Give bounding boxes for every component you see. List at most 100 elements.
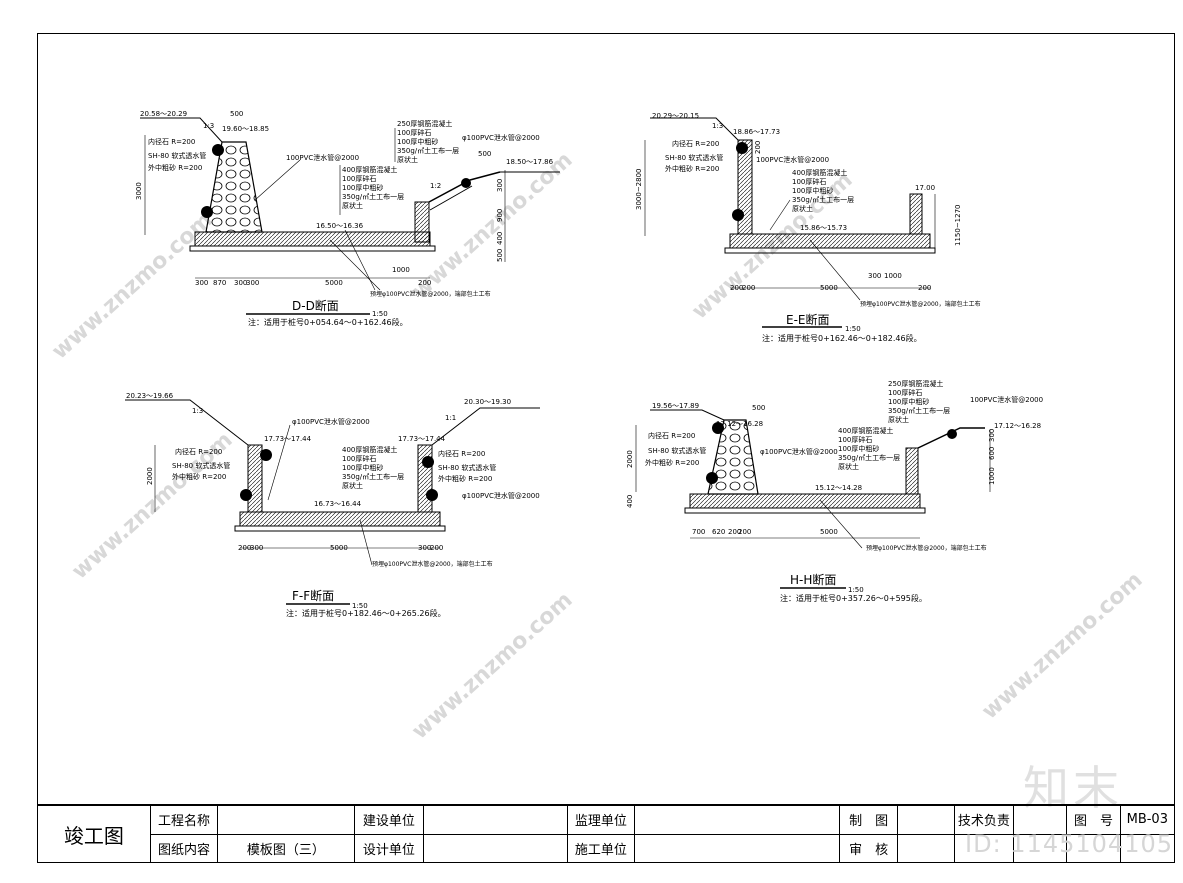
id-watermark: ID: 1145104105 — [965, 830, 1173, 858]
hh-layer: 100厚碎石 — [838, 435, 872, 444]
ee-dim-bottom: 1000 — [884, 272, 902, 280]
empty-cell — [1013, 833, 1068, 863]
dd-layer: 350g/㎡土工布一层 — [397, 146, 459, 155]
dd-left-label: 内径石 R=200 — [148, 137, 195, 146]
dd-dim-bottom: 300 — [195, 279, 208, 287]
ff-elev-wall-left: 17.73～17.44 — [264, 435, 312, 443]
ee-layer: 100厚中粗砂 — [792, 186, 833, 195]
construction-unit-value — [423, 805, 568, 835]
dd-note: 注：适用于桩号0+054.64～0+162.46段。 — [248, 317, 408, 327]
sheet-no-value: MB-03 — [1119, 805, 1176, 835]
ee-left-label: 外中粗砂 R=200 — [665, 164, 719, 173]
dd-scale: 1:50 — [372, 310, 388, 318]
ee-drain-pipe-icon — [736, 142, 748, 154]
hh-layer: 350g/㎡土工布一层 — [888, 406, 950, 415]
empty-cell — [953, 833, 1015, 863]
ee-elev-right-top: 17.00 — [915, 184, 935, 192]
drawing-content-value: 模板图（三） — [217, 833, 355, 863]
hh-left-label: 外中粗砂 R=200 — [645, 458, 699, 467]
ee-layer: 原状土 — [792, 204, 813, 213]
dd-dim-top: 500 — [230, 110, 243, 118]
hh-left-label: 内径石 R=200 — [648, 431, 695, 440]
hh-dim-right: 1000 — [988, 467, 996, 485]
ee-title: E-E断面 — [786, 312, 830, 327]
ee-bottom-note: 预埋φ100PVC泄水管@2000，端部包土工布 — [860, 300, 981, 308]
hh-note: 注：适用于桩号0+357.26～0+595段。 — [780, 593, 927, 603]
hh-right-wall — [905, 447, 919, 495]
dd-base-cushion — [189, 245, 436, 252]
ff-drain-pipe-icon — [260, 449, 272, 461]
hh-title: H-H断面 — [790, 572, 836, 587]
dd-dim-bottom: 200 — [418, 279, 431, 287]
design-unit-label: 设计单位 — [353, 833, 425, 863]
dd-slope-right: 1:2 — [430, 182, 441, 190]
dd-drain-pipe-icon — [212, 144, 224, 156]
hh-drain-pipe-icon — [712, 422, 724, 434]
ee-left-label: SH-80 软式透水管 — [665, 153, 723, 162]
section-hh: 19.56～17.89 500 17.12～16.28 内径石 R=200 SH… — [626, 379, 1043, 603]
ff-drain-pipe-icon — [426, 489, 438, 501]
watermark-text: www.znzmo.com — [407, 148, 577, 305]
design-unit-value — [423, 833, 568, 863]
ee-drain-pipe-icon — [732, 209, 744, 221]
ff-dim-bottom: 300 — [250, 544, 263, 552]
supervision-unit-value — [634, 805, 840, 835]
hh-left-label: SH-80 软式透水管 — [648, 446, 706, 455]
ff-title: F-F断面 — [292, 588, 334, 603]
hh-pipe-label: φ100PVC泄水管@2000 — [760, 447, 838, 456]
dd-layer: 100厚中粗砂 — [342, 183, 383, 192]
hh-dim-left-small: 400 — [626, 495, 634, 508]
dd-stone-wall — [205, 141, 263, 233]
ff-elev-wall-right: 17.73～17.44 — [398, 435, 446, 443]
ff-layer: 原状土 — [342, 481, 363, 490]
dd-dim-right: 500 — [496, 249, 504, 262]
hh-dim-right: 600 — [988, 447, 996, 460]
hh-layer: 100厚碎石 — [888, 388, 922, 397]
ff-bottom-note: 预埋φ100PVC泄水管@2000，端部包土工布 — [372, 560, 493, 568]
review-value — [897, 833, 955, 863]
dd-layer: 100厚碎石 — [397, 128, 431, 137]
dd-slope: 1:3 — [203, 122, 214, 130]
dd-dim-wall: 1000 — [392, 266, 410, 274]
hh-dim-bottom: 200 — [738, 528, 751, 536]
section-ff: 20.23～19.66 20.30～19.30 1:3 1:1 17.73～17… — [125, 392, 540, 618]
dd-dim-right: 900 — [496, 209, 504, 222]
hh-dim-bottom: 5000 — [820, 528, 838, 536]
dd-elev-right-top: 18.50～17.86 — [506, 158, 554, 166]
ee-elev-bottom: 15.86～15.73 — [800, 224, 847, 232]
ff-pipe-label-right: φ100PVC泄水管@2000 — [462, 491, 540, 500]
ff-elev-left-top: 20.23～19.66 — [126, 392, 174, 400]
ee-dim-bottom: 300 — [868, 272, 881, 280]
title-block: 竣工图 工程名称 建设单位 监理单位 制 图 技术负责 图 号 MB-03 图纸… — [37, 804, 1176, 863]
dd-dim-bottom: 300 — [246, 279, 259, 287]
ff-right-label: 外中粗砂 R=200 — [438, 474, 492, 483]
drawing-frame — [37, 33, 1175, 863]
ff-slope-mid: 1:1 — [445, 414, 456, 422]
ff-left-wall — [247, 444, 263, 513]
stamp-label: 竣工图 — [37, 805, 151, 863]
hh-drain-pipe-icon — [706, 472, 718, 484]
hh-elev-left-top: 19.56～17.89 — [652, 402, 699, 410]
dd-elev-wall-top: 19.60～18.85 — [222, 125, 269, 133]
dd-layer: 原状土 — [397, 155, 418, 164]
dd-left-label: SH-80 软式透水管 — [148, 151, 206, 160]
hh-dim-bottom: 700 — [692, 528, 705, 536]
ff-dim-bottom: 200 — [430, 544, 443, 552]
ee-layer: 400厚钢筋混凝土 — [792, 168, 847, 177]
dd-title: D-D断面 — [292, 298, 339, 313]
ee-elev-left-top: 20.29～20.15 — [652, 112, 699, 120]
dd-layer: 100厚中粗砂 — [397, 137, 438, 146]
dd-pipe-label-right: φ100PVC泄水管@2000 — [462, 133, 540, 142]
ee-left-label: 内径石 R=200 — [672, 139, 719, 148]
dd-layer: 250厚钢筋混凝土 — [397, 119, 452, 128]
dd-elev-left-top: 20.58～20.29 — [140, 110, 187, 118]
dd-elev-bottom: 16.50～16.36 — [316, 222, 364, 230]
hh-bottom-note: 预埋φ100PVC泄水管@2000，端部包土工布 — [866, 544, 987, 552]
section-dd: 20.58～20.29 19.60～18.85 500 1:3 内径石 R=20… — [135, 110, 560, 327]
dd-bottom-note: 预埋φ100PVC泄水管@2000，端部包土工布 — [370, 290, 491, 298]
hh-dim-bottom: 200 — [728, 528, 741, 536]
hh-dim-height: 2000 — [626, 450, 634, 468]
ff-left-label: 内径石 R=200 — [175, 447, 222, 456]
ff-base-slab — [239, 511, 441, 527]
ff-drain-pipe-icon — [240, 489, 252, 501]
